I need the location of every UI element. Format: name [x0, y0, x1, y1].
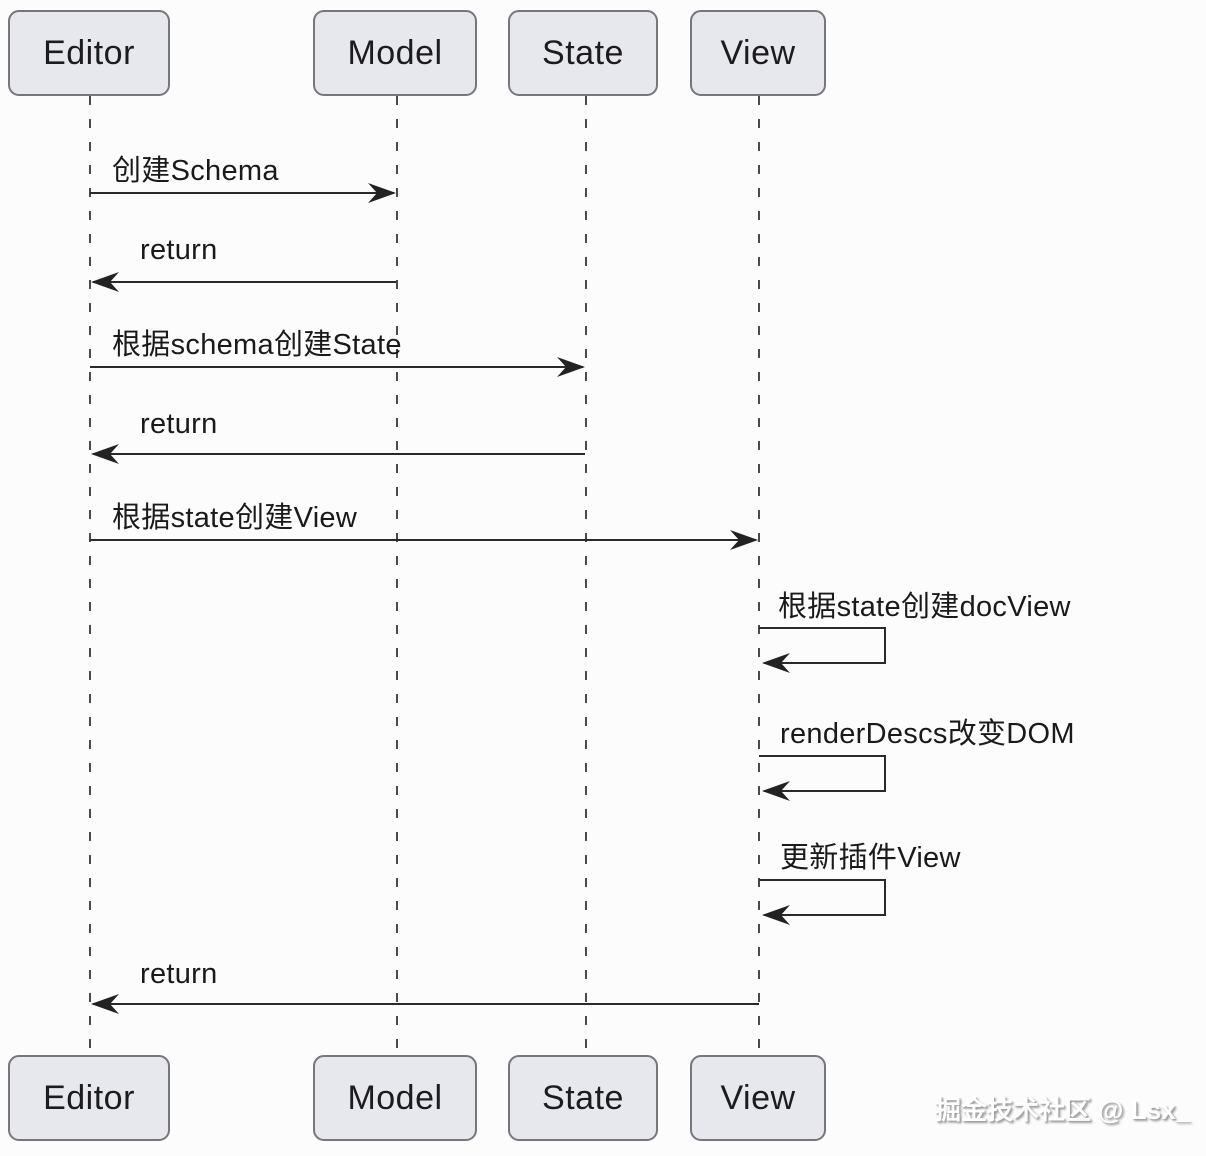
- watermark-juejin: 掘金技术社区 @ Lsx_: [934, 1095, 1190, 1125]
- selfloop-renderdescs: [759, 755, 886, 801]
- actor-model-top-label: Model: [347, 33, 443, 72]
- actor-view-bottom-label: View: [720, 1078, 796, 1117]
- message-label-create-state: 根据schema创建State: [112, 329, 402, 361]
- actor-editor-top: Editor: [8, 10, 170, 96]
- actor-model-bottom: Model: [313, 1055, 477, 1141]
- message-label-create-view: 根据state创建View: [112, 502, 358, 534]
- actor-editor-top-label: Editor: [43, 33, 135, 72]
- actor-editor-bottom-label: Editor: [43, 1078, 135, 1117]
- message-label-return-model: return: [140, 234, 218, 266]
- selfloop-update-plugin-view: [759, 879, 886, 925]
- message-label-create-schema: 创建Schema: [112, 155, 279, 187]
- message-label-return-view: return: [140, 958, 218, 990]
- message-label-return-state: return: [140, 408, 218, 440]
- actor-view-bottom: View: [690, 1055, 826, 1141]
- actor-state-top: State: [508, 10, 658, 96]
- actor-state-top-label: State: [542, 33, 624, 72]
- actor-model-bottom-label: Model: [347, 1078, 443, 1117]
- actor-state-bottom-label: State: [542, 1078, 624, 1117]
- message-label-create-docview: 根据state创建docView: [778, 591, 1071, 623]
- message-label-renderdescs: renderDescs改变DOM: [780, 718, 1075, 750]
- selfloop-create-docview: [759, 627, 886, 673]
- actor-view-top-label: View: [720, 33, 796, 72]
- actor-view-top: View: [690, 10, 826, 96]
- actor-editor-bottom: Editor: [8, 1055, 170, 1141]
- actor-model-top: Model: [313, 10, 477, 96]
- actor-state-bottom: State: [508, 1055, 658, 1141]
- message-label-update-plugin-view: 更新插件View: [780, 842, 961, 874]
